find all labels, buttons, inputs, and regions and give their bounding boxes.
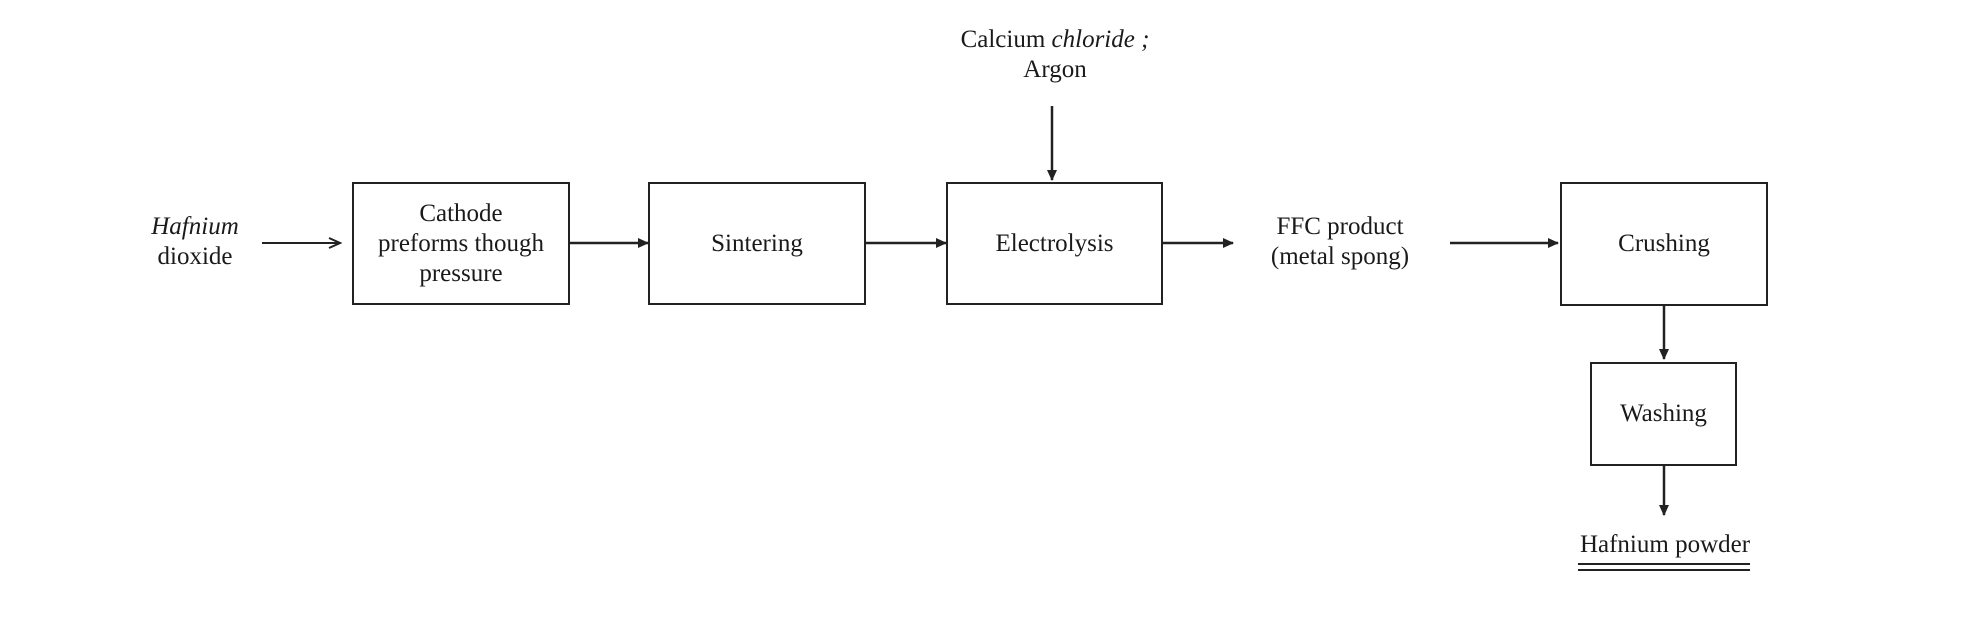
electrolyte-line-1-part-2: chloride ;: [1051, 26, 1150, 53]
ffc-line-1: FFC product: [1276, 213, 1404, 240]
cathode-line-2: preforms though: [378, 229, 544, 257]
ffc-product-label: FFC product (metal spong): [1240, 212, 1440, 272]
cathode-line-1: Cathode: [419, 199, 503, 227]
final-product-underline-2: [1578, 569, 1750, 571]
sintering-box: Sintering: [648, 182, 866, 305]
cathode-line-3: pressure: [419, 259, 503, 287]
crushing-label: Crushing: [1618, 230, 1710, 257]
final-product-label: Hafnium powder: [1579, 531, 1751, 558]
cathode-preform-box: Cathode preforms though pressure: [352, 182, 570, 305]
feed-label: Hafnium dioxide: [140, 212, 250, 272]
final-product-underline-1: [1578, 563, 1750, 565]
feed-line-1: Hafnium: [151, 213, 239, 240]
ffc-line-2: (metal spong): [1270, 243, 1410, 270]
washing-box: Washing: [1590, 362, 1737, 466]
sintering-label: Sintering: [711, 229, 803, 257]
electrolyte-label: Calcium chloride ; Argon: [905, 25, 1205, 85]
electrolyte-line-2: Argon: [1023, 56, 1087, 83]
electrolyte-line-1: Calcium chloride ;: [905, 25, 1205, 55]
crushing-box: Crushing: [1560, 182, 1768, 306]
electrolysis-box: Electrolysis: [946, 182, 1163, 305]
washing-label: Washing: [1620, 400, 1707, 427]
feed-line-2: dioxide: [157, 243, 233, 270]
electrolyte-line-1-part-1: Calcium: [960, 26, 1046, 53]
electrolysis-label: Electrolysis: [995, 229, 1114, 257]
